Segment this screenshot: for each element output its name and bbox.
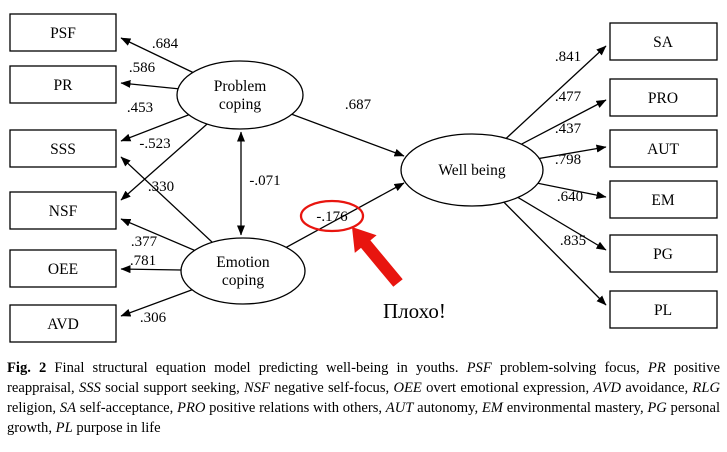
caption-segment: PSF	[466, 360, 492, 376]
coef-emotion-sss: .330	[148, 179, 174, 195]
indicator-label-nsf: NSF	[49, 203, 78, 220]
caption-segment: Final structural equation model predicti…	[46, 360, 467, 376]
caption-segment: avoidance,	[621, 380, 693, 396]
highlight-ellipse	[299, 199, 365, 233]
coef-problem-emotion-covariance: -.071	[249, 173, 280, 189]
latent-label-problem-line1: Problem	[214, 78, 267, 95]
caption-segment: personal growth,	[7, 400, 720, 436]
caption-segment: positive reappraisal,	[7, 360, 720, 396]
indicator-label-pr: PR	[54, 77, 74, 94]
caption-segment: PRO	[177, 400, 206, 416]
caption-segment: negative self-focus,	[269, 380, 394, 396]
indicator-label-em: EM	[651, 192, 674, 209]
latent-label-wellbeing: Well being	[438, 162, 505, 179]
coef-wellbeing-sa: .841	[555, 49, 581, 65]
indicator-box-pl: PL	[609, 290, 718, 329]
indicator-box-em: EM	[609, 180, 718, 219]
latent-problem-coping: Problem coping	[176, 60, 304, 130]
caption-segment: AVD	[593, 380, 622, 396]
caption-segment: AUT	[385, 400, 414, 416]
caption-segment: positive relations with others,	[205, 400, 386, 416]
caption-segment: Fig. 2	[7, 360, 47, 376]
coef-wellbeing-aut: .437	[555, 121, 582, 137]
caption-segment: overt emotional expression,	[421, 380, 594, 396]
caption-segment: EM	[481, 400, 503, 416]
caption-segment: social support seeking,	[100, 380, 245, 396]
caption-segment: PG	[647, 400, 667, 416]
coef-wellbeing-pg: .640	[557, 189, 583, 205]
indicator-box-pg: PG	[609, 234, 718, 273]
caption-segment: PR	[647, 360, 666, 376]
latent-label-emotion-line1: Emotion	[216, 254, 270, 271]
highlight-arrow	[352, 227, 403, 287]
caption-segment: purpose in life	[72, 420, 161, 436]
figure-caption: Fig. 2 Final structural equation model p…	[7, 358, 720, 438]
indicator-label-pro: PRO	[648, 90, 678, 107]
indicator-label-sss: SSS	[50, 141, 76, 158]
sem-path-diagram: PSF PR SSS NSF OEE AVD SA PRO	[9, 13, 718, 343]
indicator-label-psf: PSF	[50, 25, 76, 42]
red-annotation: Плохо!	[299, 199, 446, 323]
coef-problem-pr: .586	[129, 60, 156, 76]
latent-emotion-coping: Emotion coping	[180, 237, 306, 305]
indicator-box-aut: AUT	[609, 129, 718, 168]
coef-problem-sss: .453	[127, 100, 153, 116]
latent-well-being: Well being	[400, 133, 544, 207]
path-coefficients: .684 .586 .453 -.523 .330 .377 .781 .306…	[127, 36, 586, 326]
coef-problem-psf: .684	[152, 36, 179, 52]
coef-problem-nsf: -.523	[139, 136, 170, 152]
coef-wellbeing-em: .798	[555, 152, 581, 168]
caption-segment: religion,	[7, 400, 60, 416]
indicator-label-sa: SA	[653, 34, 674, 51]
indicator-label-aut: AUT	[647, 141, 679, 158]
caption-segment: problem-solving focus,	[491, 360, 648, 376]
caption-segment: environmental mastery,	[502, 400, 648, 416]
annotation-text: Плохо!	[383, 299, 446, 323]
indicator-box-sa: SA	[609, 22, 718, 61]
coef-emotion-wellbeing: -.176	[316, 209, 348, 225]
indicator-label-oee: OEE	[48, 261, 78, 278]
caption-segment: NSF	[244, 380, 270, 396]
indicator-box-psf: PSF	[9, 13, 117, 52]
indicator-label-pg: PG	[653, 246, 673, 263]
indicator-label-pl: PL	[654, 302, 672, 319]
coef-wellbeing-pl: .835	[560, 233, 586, 249]
latent-label-problem-line2: coping	[219, 96, 261, 113]
caption-segment: SA	[59, 400, 76, 416]
caption-segment: self-acceptance,	[76, 400, 178, 416]
latent-label-emotion-line2: coping	[222, 272, 264, 289]
caption-segment: PL	[55, 420, 73, 436]
coef-emotion-avd: .306	[140, 310, 167, 326]
coef-emotion-oee: .781	[130, 253, 156, 269]
coef-emotion-nsf: .377	[131, 234, 158, 250]
coef-problem-wellbeing: .687	[345, 97, 372, 113]
caption-segment: autonomy,	[413, 400, 482, 416]
indicator-box-pr: PR	[9, 65, 117, 104]
indicator-label-avd: AVD	[47, 316, 79, 333]
indicator-box-pro: PRO	[609, 78, 718, 117]
caption-segment: OEE	[393, 380, 422, 396]
caption-segment: SSS	[78, 380, 101, 396]
indicator-box-avd: AVD	[9, 304, 117, 343]
caption-segment: RLG	[692, 380, 720, 396]
indicator-box-oee: OEE	[9, 249, 117, 288]
coef-wellbeing-pro: .477	[555, 89, 582, 105]
indicator-box-sss: SSS	[9, 129, 117, 168]
indicator-box-nsf: NSF	[9, 191, 117, 230]
